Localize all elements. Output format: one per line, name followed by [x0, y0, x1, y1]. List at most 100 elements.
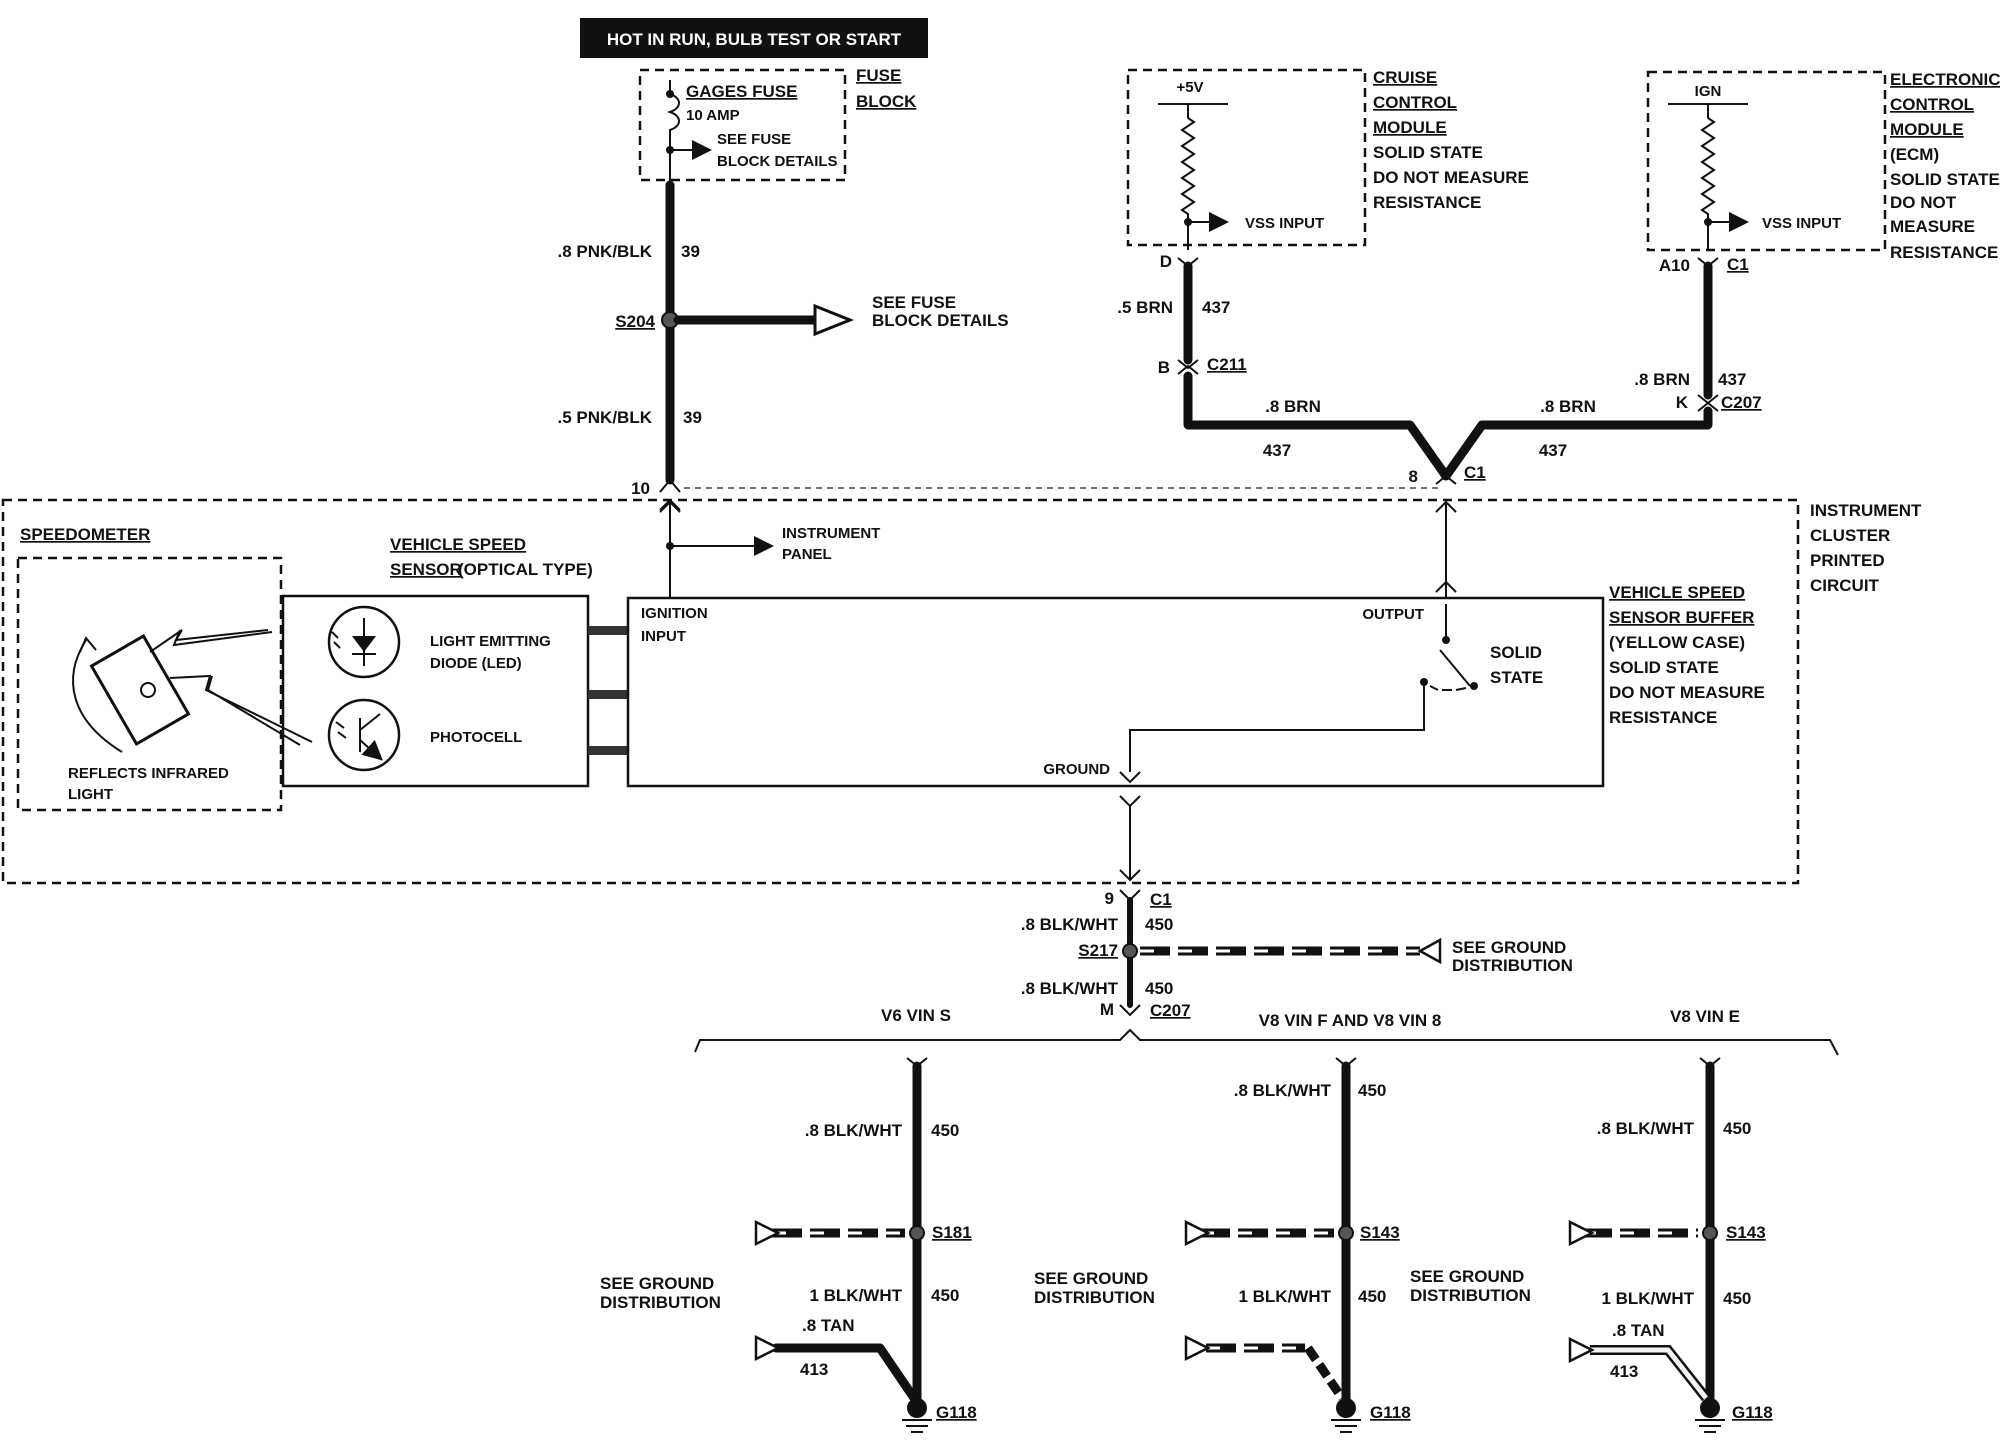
variant2-wire-bottom: 1 BLK/WHT	[1238, 1287, 1331, 1306]
variant-v6-vin-s: V6 VIN S .8 BLK/WHT 450 S181 SEE GROUND …	[600, 1006, 977, 1433]
fuse-see-2: BLOCK DETAILS	[717, 153, 838, 170]
vss-title-1: VEHICLE SPEED	[390, 535, 526, 554]
variant2-ground-icon	[1331, 1398, 1361, 1433]
instrument-panel-2: PANEL	[782, 546, 832, 563]
variant3-circuit-bottom: 450	[1723, 1289, 1751, 1308]
ecm-module: IGN VSS INPUT ELECTRONIC CONTROL MODULE …	[1634, 70, 2000, 412]
fuse-block-title-2: BLOCK	[856, 92, 917, 111]
cruise-conn: C211	[1207, 355, 1247, 374]
feed-see-1: SEE FUSE	[872, 293, 956, 312]
cruise-pin: D	[1160, 252, 1172, 271]
variant3-wire-top: .8 BLK/WHT	[1597, 1119, 1695, 1138]
variant1-tan-circuit: 413	[800, 1360, 828, 1379]
buffer-note-4: RESISTANCE	[1609, 708, 1717, 727]
cruise-line-1: CRUISE	[1373, 68, 1437, 87]
variant-v8-vin-f: V8 VIN F AND V8 VIN 8 .8 BLK/WHT 450 S14…	[1034, 1011, 1531, 1433]
junction-right-wire: .8 BRN	[1540, 397, 1596, 416]
ground-circuit1: 450	[1145, 915, 1173, 934]
ground-conn-pin: M	[1100, 1000, 1114, 1019]
variant1-wire-bottom: 1 BLK/WHT	[809, 1286, 902, 1305]
instrument-panel-1: INSTRUMENT	[782, 525, 880, 542]
ecm-supply: IGN	[1695, 83, 1722, 100]
ecm-line-1: ELECTRONIC	[1890, 70, 2000, 89]
ground-see-2: DISTRIBUTION	[1452, 956, 1573, 975]
junction-left-wire: .8 BRN	[1265, 397, 1321, 416]
feed-wire: .8 PNK/BLK 39 S204 SEE FUSE BLOCK DETAIL…	[558, 180, 1440, 511]
buffer-note-3: DO NOT MEASURE	[1609, 683, 1765, 702]
vss-type: (OPTICAL TYPE)	[458, 560, 593, 579]
variant2-circuit-bottom: 450	[1358, 1287, 1386, 1306]
led-label-1: LIGHT EMITTING	[430, 633, 551, 650]
ground-path: 9 C1 .8 BLK/WHT 450 S217 SEE GROUND DIST…	[694, 889, 1839, 1056]
cruise-supply: +5V	[1176, 79, 1203, 96]
vss-title-2: SENSOR	[390, 560, 462, 579]
variant2-ground: G118	[1370, 1403, 1411, 1422]
feed-pin: 10	[631, 479, 650, 498]
fuse-block-title-1: FUSE	[856, 66, 901, 85]
variant3-ground-icon	[1695, 1398, 1725, 1433]
cluster-title-2: CLUSTER	[1810, 526, 1890, 545]
solid-state-switch-icon	[1129, 604, 1478, 772]
ecm-pin: A10	[1659, 256, 1690, 275]
cluster-title-3: PRINTED	[1810, 551, 1885, 570]
variant3-wire-bottom: 1 BLK/WHT	[1601, 1289, 1694, 1308]
variant3-tan-circuit: 413	[1610, 1362, 1638, 1381]
variant1-circuit-bottom: 450	[931, 1286, 959, 1305]
junction-pin: 8	[1409, 467, 1418, 486]
cruise-control-module: +5V VSS INPUT CRUISE CONTROL MODULE SOLI…	[1117, 68, 1529, 377]
variant3-splice: S143	[1726, 1223, 1766, 1242]
reflects-1: REFLECTS INFRARED	[68, 765, 229, 782]
variant1-see-1: SEE GROUND	[600, 1274, 714, 1293]
junction-conn: C1	[1464, 463, 1486, 482]
cruise-circuit: 437	[1202, 298, 1230, 317]
solid-state-1: SOLID	[1490, 643, 1542, 662]
ecm-line-4: (ECM)	[1890, 145, 1939, 164]
feed-see-2: BLOCK DETAILS	[872, 311, 1009, 330]
variant1-wire-top: .8 BLK/WHT	[805, 1121, 903, 1140]
ecm-conn: C1	[1727, 255, 1749, 274]
variant2-circuit-top: 450	[1358, 1081, 1386, 1100]
cruise-vss-input: VSS INPUT	[1245, 215, 1324, 232]
ground-see-1: SEE GROUND	[1452, 938, 1566, 957]
cruise-line-3: MODULE	[1373, 118, 1447, 137]
fuse-block: FUSE BLOCK GAGES FUSE 10 AMP SEE FUSE BL…	[638, 66, 917, 185]
variant1-ground: G118	[936, 1403, 977, 1422]
ecm-line-8: RESISTANCE	[1890, 243, 1998, 262]
photocell-icon	[327, 698, 401, 772]
feed-upper-wire: .8 PNK/BLK	[558, 242, 653, 261]
led-label-2: DIODE (LED)	[430, 655, 522, 672]
ground-pin: 9	[1105, 889, 1114, 908]
variant3-tan-wire: .8 TAN	[1612, 1321, 1665, 1340]
variant2-splice: S143	[1360, 1223, 1400, 1242]
brn-junction: .8 BRN 437 .8 BRN 437 8 C1	[1183, 371, 1713, 486]
solid-state-2: STATE	[1490, 668, 1543, 687]
variant2-title: V8 VIN F AND V8 VIN 8	[1259, 1011, 1442, 1030]
variant2-wire-top: .8 BLK/WHT	[1234, 1081, 1332, 1100]
buffer-title-1: VEHICLE SPEED	[1609, 583, 1745, 602]
buffer-note-1: (YELLOW CASE)	[1609, 633, 1745, 652]
variant1-ground-icon	[902, 1398, 932, 1433]
ground-wire2: .8 BLK/WHT	[1021, 979, 1119, 998]
ecm-wire: .8 BRN	[1634, 370, 1690, 389]
feed-lower-wire: .5 PNK/BLK	[558, 408, 653, 427]
power-banner: HOT IN RUN, BULB TEST OR START	[580, 18, 928, 58]
variant3-see-1: SEE GROUND	[1410, 1267, 1524, 1286]
gages-fuse-label: GAGES FUSE	[686, 82, 797, 101]
ecm-conn2: C207	[1721, 393, 1762, 412]
junction-right-circuit: 437	[1539, 441, 1567, 460]
junction-left-circuit: 437	[1263, 441, 1291, 460]
variant3-ground: G118	[1732, 1403, 1773, 1422]
led-icon	[327, 605, 401, 679]
speedometer-label: SPEEDOMETER	[20, 525, 150, 544]
fuse-rating: 10 AMP	[686, 107, 740, 124]
feed-lower-circuit: 39	[683, 408, 702, 427]
ignition-1: IGNITION	[641, 605, 708, 622]
photocell-label: PHOTOCELL	[430, 729, 522, 746]
feed-upper-circuit: 39	[681, 242, 700, 261]
ground-circuit2: 450	[1145, 979, 1173, 998]
variant1-tan-wire: .8 TAN	[802, 1316, 855, 1335]
ground-splice: S217	[1078, 941, 1118, 960]
cluster-title-4: CIRCUIT	[1810, 576, 1880, 595]
cruise-line-2: CONTROL	[1373, 93, 1457, 112]
